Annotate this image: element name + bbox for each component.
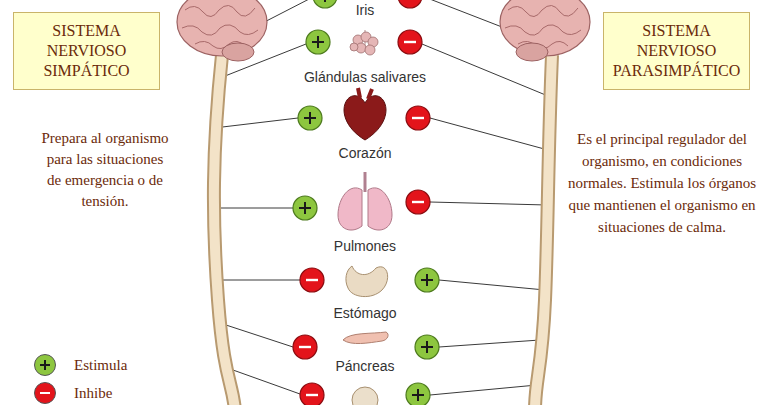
organ-label: Pulmones bbox=[334, 238, 396, 254]
organ-label-box: Corazón bbox=[305, 145, 425, 161]
leader-lines bbox=[214, 0, 548, 395]
legend-sign bbox=[35, 383, 55, 403]
title-box: SISTEMA NERVIOSO PARASIMPÁTICO bbox=[603, 12, 750, 90]
title-box: SISTEMA NERVIOSO SIMPÁTICO bbox=[13, 12, 160, 90]
legend-text: Estimula bbox=[74, 356, 127, 374]
description-text-box: Prepara al organismo para las situacione… bbox=[38, 128, 172, 212]
description-text: Es el principal regulador del organismo,… bbox=[568, 131, 756, 235]
effect-markers bbox=[293, 0, 439, 405]
brain bbox=[177, 0, 590, 61]
legend-swatch bbox=[34, 382, 56, 404]
organ-label-box: Iris bbox=[305, 2, 425, 18]
description-text: Prepara al organismo para las situacione… bbox=[41, 130, 168, 209]
organ bbox=[352, 387, 378, 405]
organ-label: Páncreas bbox=[335, 358, 394, 374]
heart bbox=[344, 88, 386, 140]
legend-swatch bbox=[34, 354, 56, 376]
legend-text: Inhibe bbox=[74, 384, 112, 402]
spinal-cord bbox=[214, 55, 552, 405]
organ-label-box: Estómago bbox=[305, 305, 425, 321]
title-text: SISTEMA NERVIOSO PARASIMPÁTICO bbox=[610, 21, 743, 81]
description-text-box: Es el principal regulador del organismo,… bbox=[559, 128, 765, 238]
legend-sign bbox=[35, 355, 55, 375]
pancreas bbox=[343, 332, 388, 344]
organ-label: Estómago bbox=[333, 305, 396, 321]
title-text: SISTEMA NERVIOSO SIMPÁTICO bbox=[20, 21, 153, 81]
salivary-glands bbox=[350, 30, 378, 55]
lungs bbox=[338, 172, 392, 230]
stomach bbox=[346, 266, 388, 297]
organ-label: Iris bbox=[356, 2, 375, 18]
organ-label: Glándulas salivares bbox=[304, 69, 426, 85]
organ-label-box: Pulmones bbox=[305, 238, 425, 254]
organ-label-box: Páncreas bbox=[305, 358, 425, 374]
organ-label: Corazón bbox=[339, 145, 392, 161]
organ-label-box: Glándulas salivares bbox=[280, 69, 450, 85]
